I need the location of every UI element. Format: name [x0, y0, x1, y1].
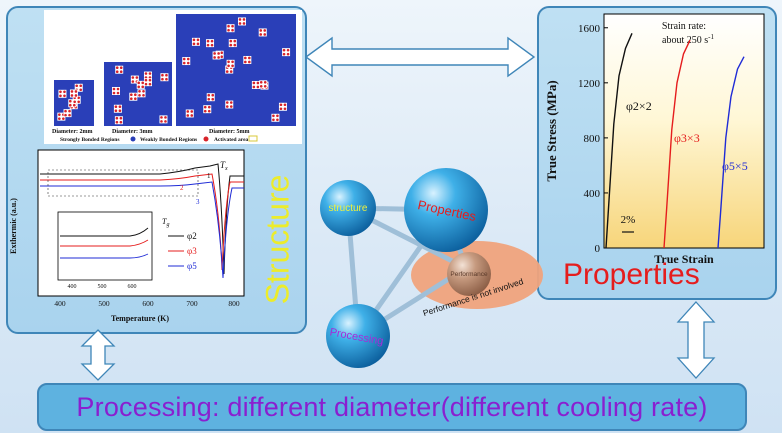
dsc-marker-1: 1: [207, 172, 211, 180]
dsc-legend-phi5: φ5: [187, 261, 197, 271]
dsc-inset-xtick: 400: [68, 284, 77, 290]
stress-curves: [605, 33, 745, 249]
md-diameter-2mm: Diameter: 2mm: [52, 129, 92, 135]
stress-series-line: [717, 56, 745, 249]
stress-scale-label: 2%: [621, 214, 636, 226]
dsc-chart: Exthermic (a.u.) Temperature (K) 400 500…: [9, 149, 245, 323]
stress-curve-label-phi2: φ2×2: [626, 99, 652, 113]
node-performance-label: Performance: [450, 271, 488, 278]
stress-ytick-label: 1600: [578, 23, 601, 35]
md-diameter-5mm: Diameter: 5mm: [209, 129, 249, 135]
dsc-tx-label: Tx: [220, 160, 228, 172]
md-cell-5mm: [176, 14, 296, 126]
dsc-marker-3: 3: [196, 198, 200, 206]
dsc-legend-phi2: φ2: [187, 231, 197, 241]
stress-curve-label-phi3: φ3×3: [674, 131, 700, 145]
dsc-xticks: 400 500 600 700 800: [54, 299, 240, 308]
node-structure-label: structure: [329, 203, 368, 214]
stress-series-line: [605, 33, 633, 249]
dsc-xtick: 600: [142, 299, 154, 308]
double-arrow-top: [304, 36, 536, 78]
processing-banner: Processing: different diameter(different…: [37, 383, 747, 431]
dsc-xtick: 400: [54, 299, 66, 308]
node-processing: [326, 304, 390, 368]
node-properties: [404, 168, 488, 252]
stress-ytick-label: 400: [584, 188, 601, 200]
node-performance: [447, 252, 491, 296]
stress-ytick-label: 1200: [578, 78, 601, 90]
md-legend-activated: Activated area: [214, 137, 249, 143]
dsc-inset-xtick: 600: [128, 284, 137, 290]
md-legend-weak: Weakly Bonded Regions: [140, 137, 197, 143]
stress-series-line: [663, 39, 691, 249]
dsc-curve-phi5: [40, 181, 244, 279]
stress-title-line1: Strain rate:: [662, 21, 706, 32]
dsc-marker-2: 2: [180, 184, 184, 192]
processing-banner-text: Processing: different diameter(different…: [76, 391, 708, 422]
tetrahedron-network: structure Properties Performance Process…: [320, 168, 543, 368]
stress-yticks: 0 400 800 1200 1600: [578, 23, 608, 255]
stress-ytick-label: 800: [584, 133, 601, 145]
dsc-inset-xtick: 500: [98, 284, 107, 290]
node-structure: [320, 180, 376, 236]
stress-xlabel: True Strain: [654, 252, 714, 266]
double-arrow-left: [80, 329, 116, 381]
dsc-xtick: 800: [228, 299, 240, 308]
stress-ylabel: True Stress (MPa): [544, 80, 559, 181]
dsc-xtick: 700: [186, 299, 198, 308]
dsc-curve-phi3: [40, 173, 244, 271]
dsc-tg-label: Tg: [162, 217, 169, 228]
md-diameter-3mm: Diameter: 3mm: [112, 129, 152, 135]
dsc-curve-phi2: [40, 163, 244, 275]
md-simulation-image: Diameter: 2mm Diameter: 3mm Diameter: 5m…: [44, 10, 302, 144]
stress-title-line2: about 250 s-1: [662, 33, 714, 46]
structure-side-label: Structure: [259, 174, 296, 304]
dsc-xtick: 500: [98, 299, 110, 308]
stress-strain-chart: True Stress (MPa) True Strain Strain rat…: [544, 13, 765, 266]
stress-curve-label-phi5: φ5×5: [722, 159, 748, 173]
properties-side-label: Properties: [563, 258, 700, 291]
dsc-legend-phi3: φ3: [187, 246, 197, 256]
md-legend-strong: Strongly Bonded Regions: [60, 137, 120, 143]
dsc-xlabel: Temperature (K): [111, 314, 169, 323]
stress-ytick-label: 0: [595, 243, 601, 255]
double-arrow-right: [676, 301, 716, 379]
dsc-ylabel: Exthermic (a.u.): [9, 198, 18, 254]
